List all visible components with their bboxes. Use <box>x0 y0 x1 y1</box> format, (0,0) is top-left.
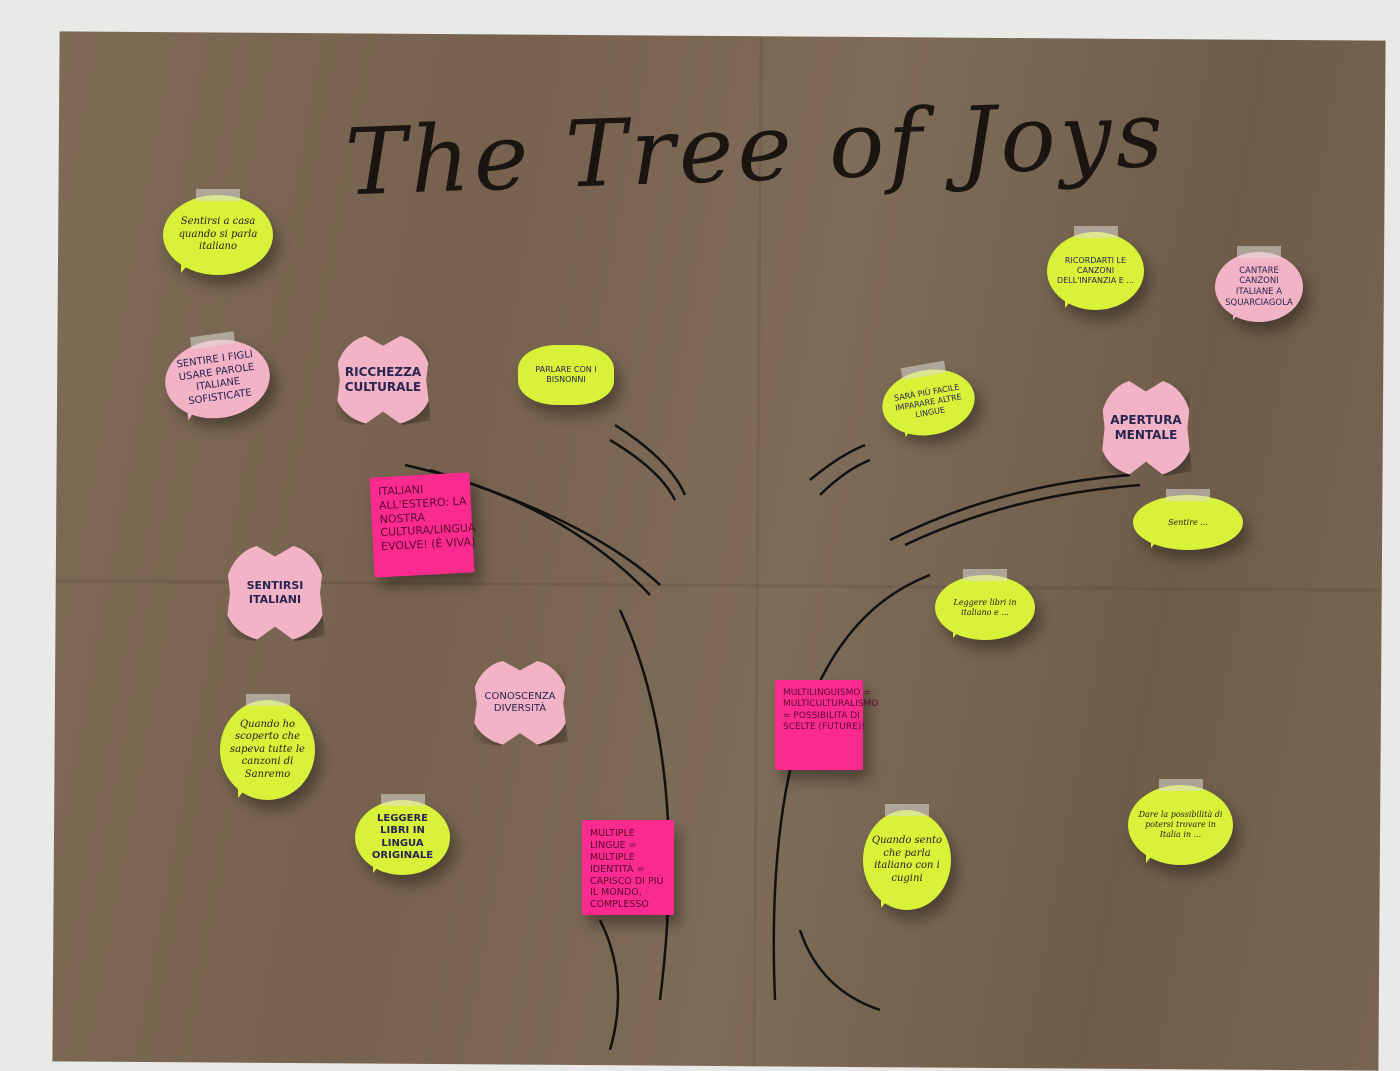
trunk-right <box>772 573 931 1001</box>
sticky-note: Quando ho scoperto che sapeva tutte le c… <box>220 694 315 800</box>
branch <box>819 458 871 496</box>
sticky-note: Sentirsi italiani <box>225 545 325 641</box>
branch <box>904 483 1141 547</box>
sticky-note: Sentire ... <box>1133 489 1243 550</box>
trunk-left <box>618 609 671 1001</box>
sticky-note: Dare la possibilità di potersi trovare i… <box>1128 779 1233 865</box>
branch <box>614 423 687 496</box>
sticky-note: Ricordarti le canzoni dell'infanzia e ..… <box>1047 226 1144 310</box>
sticky-note: Multiple lingue = multiple identità = ca… <box>582 820 674 915</box>
sticky-note: Italiani all'estero: la nostra cultura/l… <box>369 472 476 578</box>
sticky-note: Parlare con i bisnonni <box>518 345 614 405</box>
sticky-note: Leggere libri in italiano e ... <box>935 569 1035 640</box>
sticky-note: Conoscenza diversità <box>472 660 568 746</box>
sticky-note: Quando sento che parla italiano con i cu… <box>863 804 951 910</box>
branch <box>889 473 1131 542</box>
sticky-note: Sentirsi a casa quando si parla italiano <box>163 189 273 275</box>
sticky-note: Leggere libri in lingua originale <box>355 794 450 875</box>
sticky-note: Ricchezza culturale <box>335 335 431 425</box>
branch <box>809 443 866 481</box>
root <box>598 919 620 1050</box>
branch <box>609 438 677 501</box>
sticky-note: Multilinguismo = multiculturalismo = pos… <box>775 680 878 770</box>
sticky-note: Cantare canzoni italiane a squarciagola <box>1215 246 1303 322</box>
sticky-note: Apertura mentale <box>1100 380 1192 476</box>
root <box>798 929 881 1012</box>
